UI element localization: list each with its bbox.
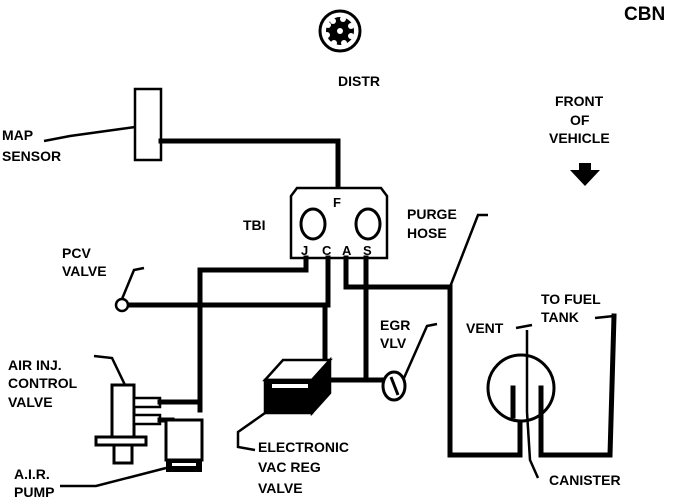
tbi-bore-left [299,207,327,241]
air-pump [164,418,204,472]
purge-label-2: HOSE [407,225,447,241]
port-s-label: S [363,243,372,258]
tbi-body [289,186,389,260]
map-label-2: SENSOR [2,148,61,164]
purge-leader [448,213,488,288]
fuel-tank-label-1: TO FUEL [541,291,601,307]
evrv-label-2: VAC REG [258,459,321,475]
evrv-box [262,356,333,417]
fuel-tank-label-2: TANK [541,309,579,325]
evrv-label-1: ELECTRONIC [258,439,349,455]
air-control-valve [94,383,162,465]
egr-label-2: VLV [380,335,407,351]
distr-label: DISTR [338,73,380,89]
hose-port-a-purge [343,255,523,458]
pcv-leader [120,266,145,300]
vent-label: VENT [466,320,504,336]
air-pump-label-1: A.I.R. [14,466,50,482]
egr-label-1: EGR [380,317,410,333]
air-pump-label-2: PUMP [14,484,54,500]
evrv-leader [236,411,266,452]
map-label-1: MAP [2,127,33,143]
front-label-3: VEHICLE [549,130,610,146]
egr-leader [402,322,438,379]
purge-label-1: PURGE [407,206,457,222]
fuel-tank-leader [594,314,615,320]
map-hose [158,138,341,191]
canister-ports [510,313,617,458]
canister-body [486,353,556,423]
port-f-label: F [333,195,341,210]
air-pump-leader [60,466,167,488]
canister-leader [525,411,540,479]
canister-label: CANISTER [549,472,621,488]
vent-leader [515,323,533,330]
air-inj-label-2: CONTROL [8,375,78,391]
pcv-label-1: PCV [62,245,91,261]
diagram-code: CBN [624,4,665,25]
tbi-label: TBI [243,217,266,233]
port-j-label: J [301,243,308,258]
front-label-1: FRONT [555,93,604,109]
front-label-2: OF [570,112,590,128]
distributor-cap [318,9,362,53]
air-control-leader [93,354,127,386]
pcv-valve-icon [114,297,130,313]
port-a-label: A [342,243,352,258]
hose-pcv [122,255,331,308]
pcv-label-2: VALVE [62,263,107,279]
map-sensor-box [133,87,163,162]
air-inj-label-1: AIR INJ. [8,357,62,373]
map-sensor-leader [43,125,136,143]
tbi-bore-right [354,207,382,241]
front-arrow-icon [570,163,600,186]
port-c-label: C [322,243,332,258]
hose-port-j [197,255,309,413]
evrv-label-3: VALVE [258,480,303,496]
hose-port-s [330,255,369,383]
air-inj-label-3: VALVE [8,394,53,410]
